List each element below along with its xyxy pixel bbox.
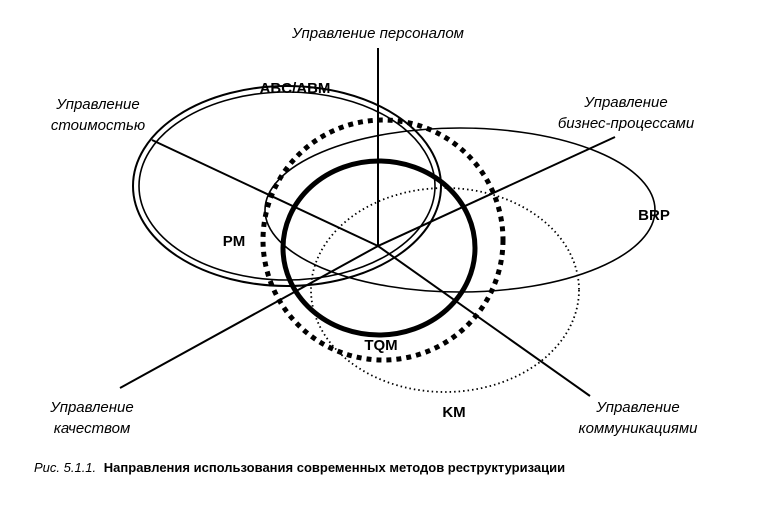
label-pm: PM bbox=[223, 233, 246, 250]
label-personnel: Управление персоналом bbox=[291, 25, 464, 42]
label-km: KM bbox=[442, 404, 465, 421]
brp-ellipse bbox=[264, 127, 656, 293]
pm-circle bbox=[260, 117, 506, 363]
label-quality-line1: Управление bbox=[49, 399, 133, 416]
axis-business bbox=[377, 136, 616, 247]
figure-caption: Рис. 5.1.1. Направления использования со… bbox=[34, 460, 565, 475]
label-cost-line1: Управление bbox=[55, 96, 139, 113]
abc-abm-ellipse-inner bbox=[138, 91, 436, 281]
label-tqm: TQM bbox=[364, 337, 397, 354]
caption-number: Рис. 5.1.1. bbox=[34, 460, 96, 475]
label-business-line2: бизнес-процессами bbox=[558, 115, 695, 132]
tqm-ellipse bbox=[280, 158, 478, 338]
km-ellipse bbox=[310, 187, 580, 393]
label-business-line1: Управление bbox=[583, 94, 667, 111]
axes bbox=[119, 48, 616, 397]
label-quality-line2: качеством bbox=[54, 420, 130, 437]
abc-abm-ellipse-outer bbox=[132, 85, 442, 287]
label-cost-line2: стоимостью bbox=[51, 117, 145, 134]
axis-communication bbox=[377, 245, 591, 397]
label-communication-line1: Управление bbox=[595, 399, 679, 416]
caption-text: Направления использования современных ме… bbox=[104, 460, 565, 475]
abc-abm-ellipse bbox=[132, 85, 442, 287]
axis-quality bbox=[119, 245, 379, 389]
label-communication-line2: коммуникациями bbox=[579, 420, 699, 437]
axis-cost bbox=[151, 139, 379, 247]
label-brp: BRP bbox=[638, 207, 670, 224]
label-abc-abm: ABC/ABM bbox=[260, 80, 331, 97]
